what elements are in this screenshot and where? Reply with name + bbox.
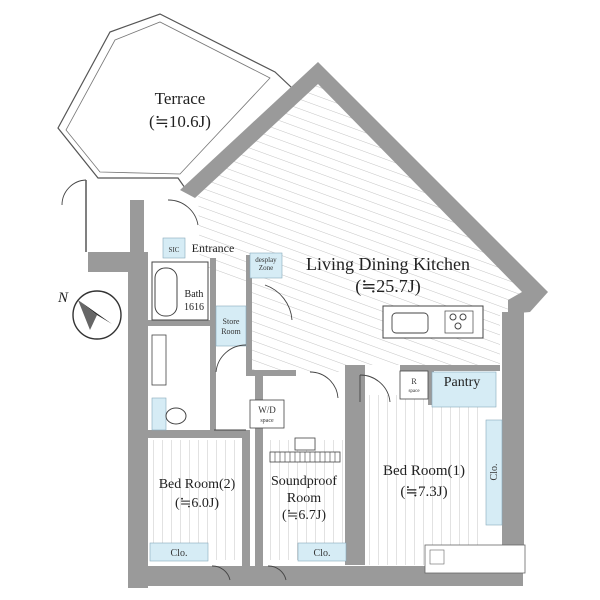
bed1-closet-label: Clo.	[489, 464, 500, 481]
r-space-label-2: space	[408, 389, 420, 394]
soundproof-closet-label: Clo.	[314, 548, 331, 559]
soundproof-label-1: Soundproof	[271, 474, 337, 489]
kitchen-counter	[382, 305, 484, 339]
interior-walls	[148, 255, 500, 568]
terrace-label: Terrace	[155, 89, 206, 108]
ldk-hatch	[198, 74, 530, 372]
bed2-label: Bed Room(2)	[159, 477, 236, 492]
bed2-size: (≒6.0J)	[175, 496, 219, 511]
r-space-label-1: R	[411, 377, 417, 386]
soundproof-size: (≒6.7J)	[282, 508, 326, 523]
ldk-label: Living Dining Kitchen	[306, 254, 470, 274]
closets	[149, 237, 503, 562]
bed1-size: (≒7.3J)	[400, 484, 447, 500]
compass-label: N	[57, 290, 69, 306]
bath-unit	[151, 261, 209, 321]
sic-label: SIC	[169, 246, 180, 254]
bath-code: 1616	[184, 302, 204, 313]
display-label-2: Zone	[259, 264, 273, 272]
bed2-closet-label: Clo.	[171, 548, 188, 559]
ldk-size: (≒25.7J)	[355, 276, 421, 297]
washroom	[151, 334, 246, 431]
display-label-1: desplay	[255, 256, 277, 264]
utility-box	[424, 544, 526, 574]
outer-walls	[88, 62, 548, 588]
wd-space-box	[249, 399, 285, 429]
entrance-label: Entrance	[192, 241, 235, 255]
store-label-2: Room	[221, 327, 241, 336]
doors	[61, 179, 391, 581]
bed1-label: Bed Room(1)	[383, 463, 465, 479]
store-label-1: Store	[223, 317, 240, 326]
wd-label-2: space	[260, 418, 274, 424]
pantry-label: Pantry	[444, 375, 481, 390]
soundproof-label-2: Room	[287, 491, 321, 506]
bath-label: Bath	[185, 289, 204, 300]
terrace-size: (≒10.6J)	[149, 112, 211, 131]
wd-label-1: W/D	[258, 405, 276, 415]
compass-icon	[72, 290, 122, 340]
soundproof-piano	[269, 437, 341, 463]
r-space-box	[399, 370, 429, 400]
